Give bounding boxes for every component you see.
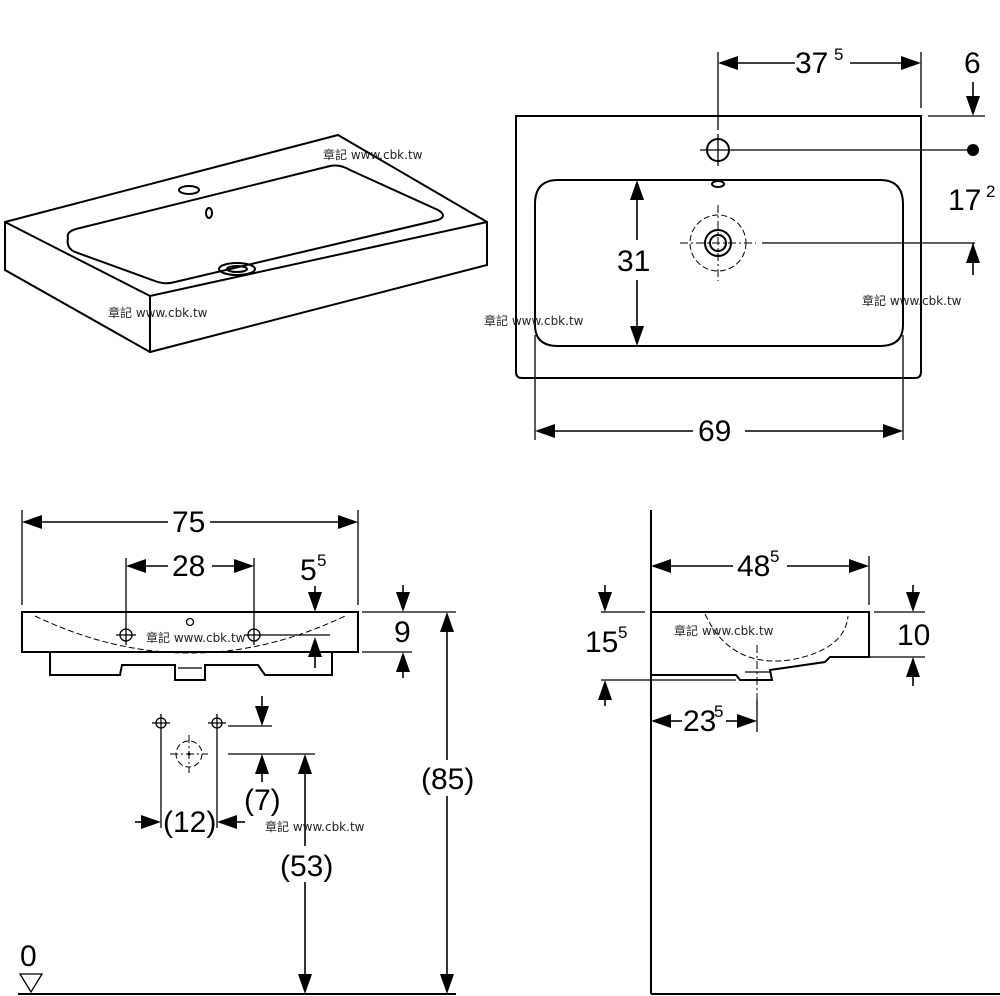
supply-point-right <box>208 714 226 732</box>
dim-waste-height: (53) <box>280 850 333 883</box>
dim-tap-hole-offset-sup: 2 <box>986 182 995 201</box>
dim-tap-hole-offset: 17 <box>948 184 981 217</box>
dim-depth: 48 <box>737 550 770 583</box>
floor-level-label: 0 <box>20 940 37 973</box>
side-view: 48 5 15 5 10 23 5 章記 www.cbk.tw <box>585 510 1000 995</box>
dim-bowl-depth: 31 <box>617 245 650 278</box>
watermark-text: 章記 www.cbk.tw <box>484 313 584 328</box>
fixing-point-right <box>244 625 264 645</box>
dim-fixing-spacing: 28 <box>172 550 205 583</box>
dim-width-overall-sup: 5 <box>834 45 843 64</box>
watermark-text: 章記 www.cbk.tw <box>674 623 774 638</box>
top-view: 37 5 6 17 2 31 69 章記 www.cbk.tw 章記 www.c… <box>484 45 995 448</box>
dim-waste-from-wall-sup: 5 <box>714 702 723 721</box>
dim-edge-offset: 6 <box>964 47 981 80</box>
dim-install-height: (85) <box>421 763 474 796</box>
dim-width-overall: 37 <box>795 47 828 80</box>
dim-bowl-width: 69 <box>698 415 731 448</box>
watermark-text: 章記 www.cbk.tw <box>265 819 365 834</box>
watermark-text: 章記 www.cbk.tw <box>862 293 962 308</box>
fixing-point-left <box>116 625 136 645</box>
watermark-text: 章記 www.cbk.tw <box>146 630 246 645</box>
dim-rim-height: 9 <box>394 616 411 649</box>
front-view: 75 28 5 5 9 <box>18 506 474 995</box>
watermark-text: 章記 www.cbk.tw <box>108 305 208 320</box>
dim-waste-offset: (7) <box>244 784 281 817</box>
dim-waste-from-wall: 23 <box>683 705 716 738</box>
dim-thickness: 15 <box>585 626 618 659</box>
dim-thickness-sup: 5 <box>618 623 627 642</box>
dim-rim: 10 <box>897 619 930 652</box>
isometric-view: 章記 www.cbk.tw 章記 www.cbk.tw <box>4 133 488 354</box>
dim-depth-sup: 5 <box>770 547 779 566</box>
dim-waste-spacing: (12) <box>163 806 216 839</box>
dim-overall-width: 75 <box>172 506 205 539</box>
dim-rim-offset: 5 <box>300 554 317 587</box>
dim-rim-offset-sup: 5 <box>317 551 326 570</box>
supply-point-left <box>152 714 170 732</box>
watermark-text: 章記 www.cbk.tw <box>323 147 423 162</box>
